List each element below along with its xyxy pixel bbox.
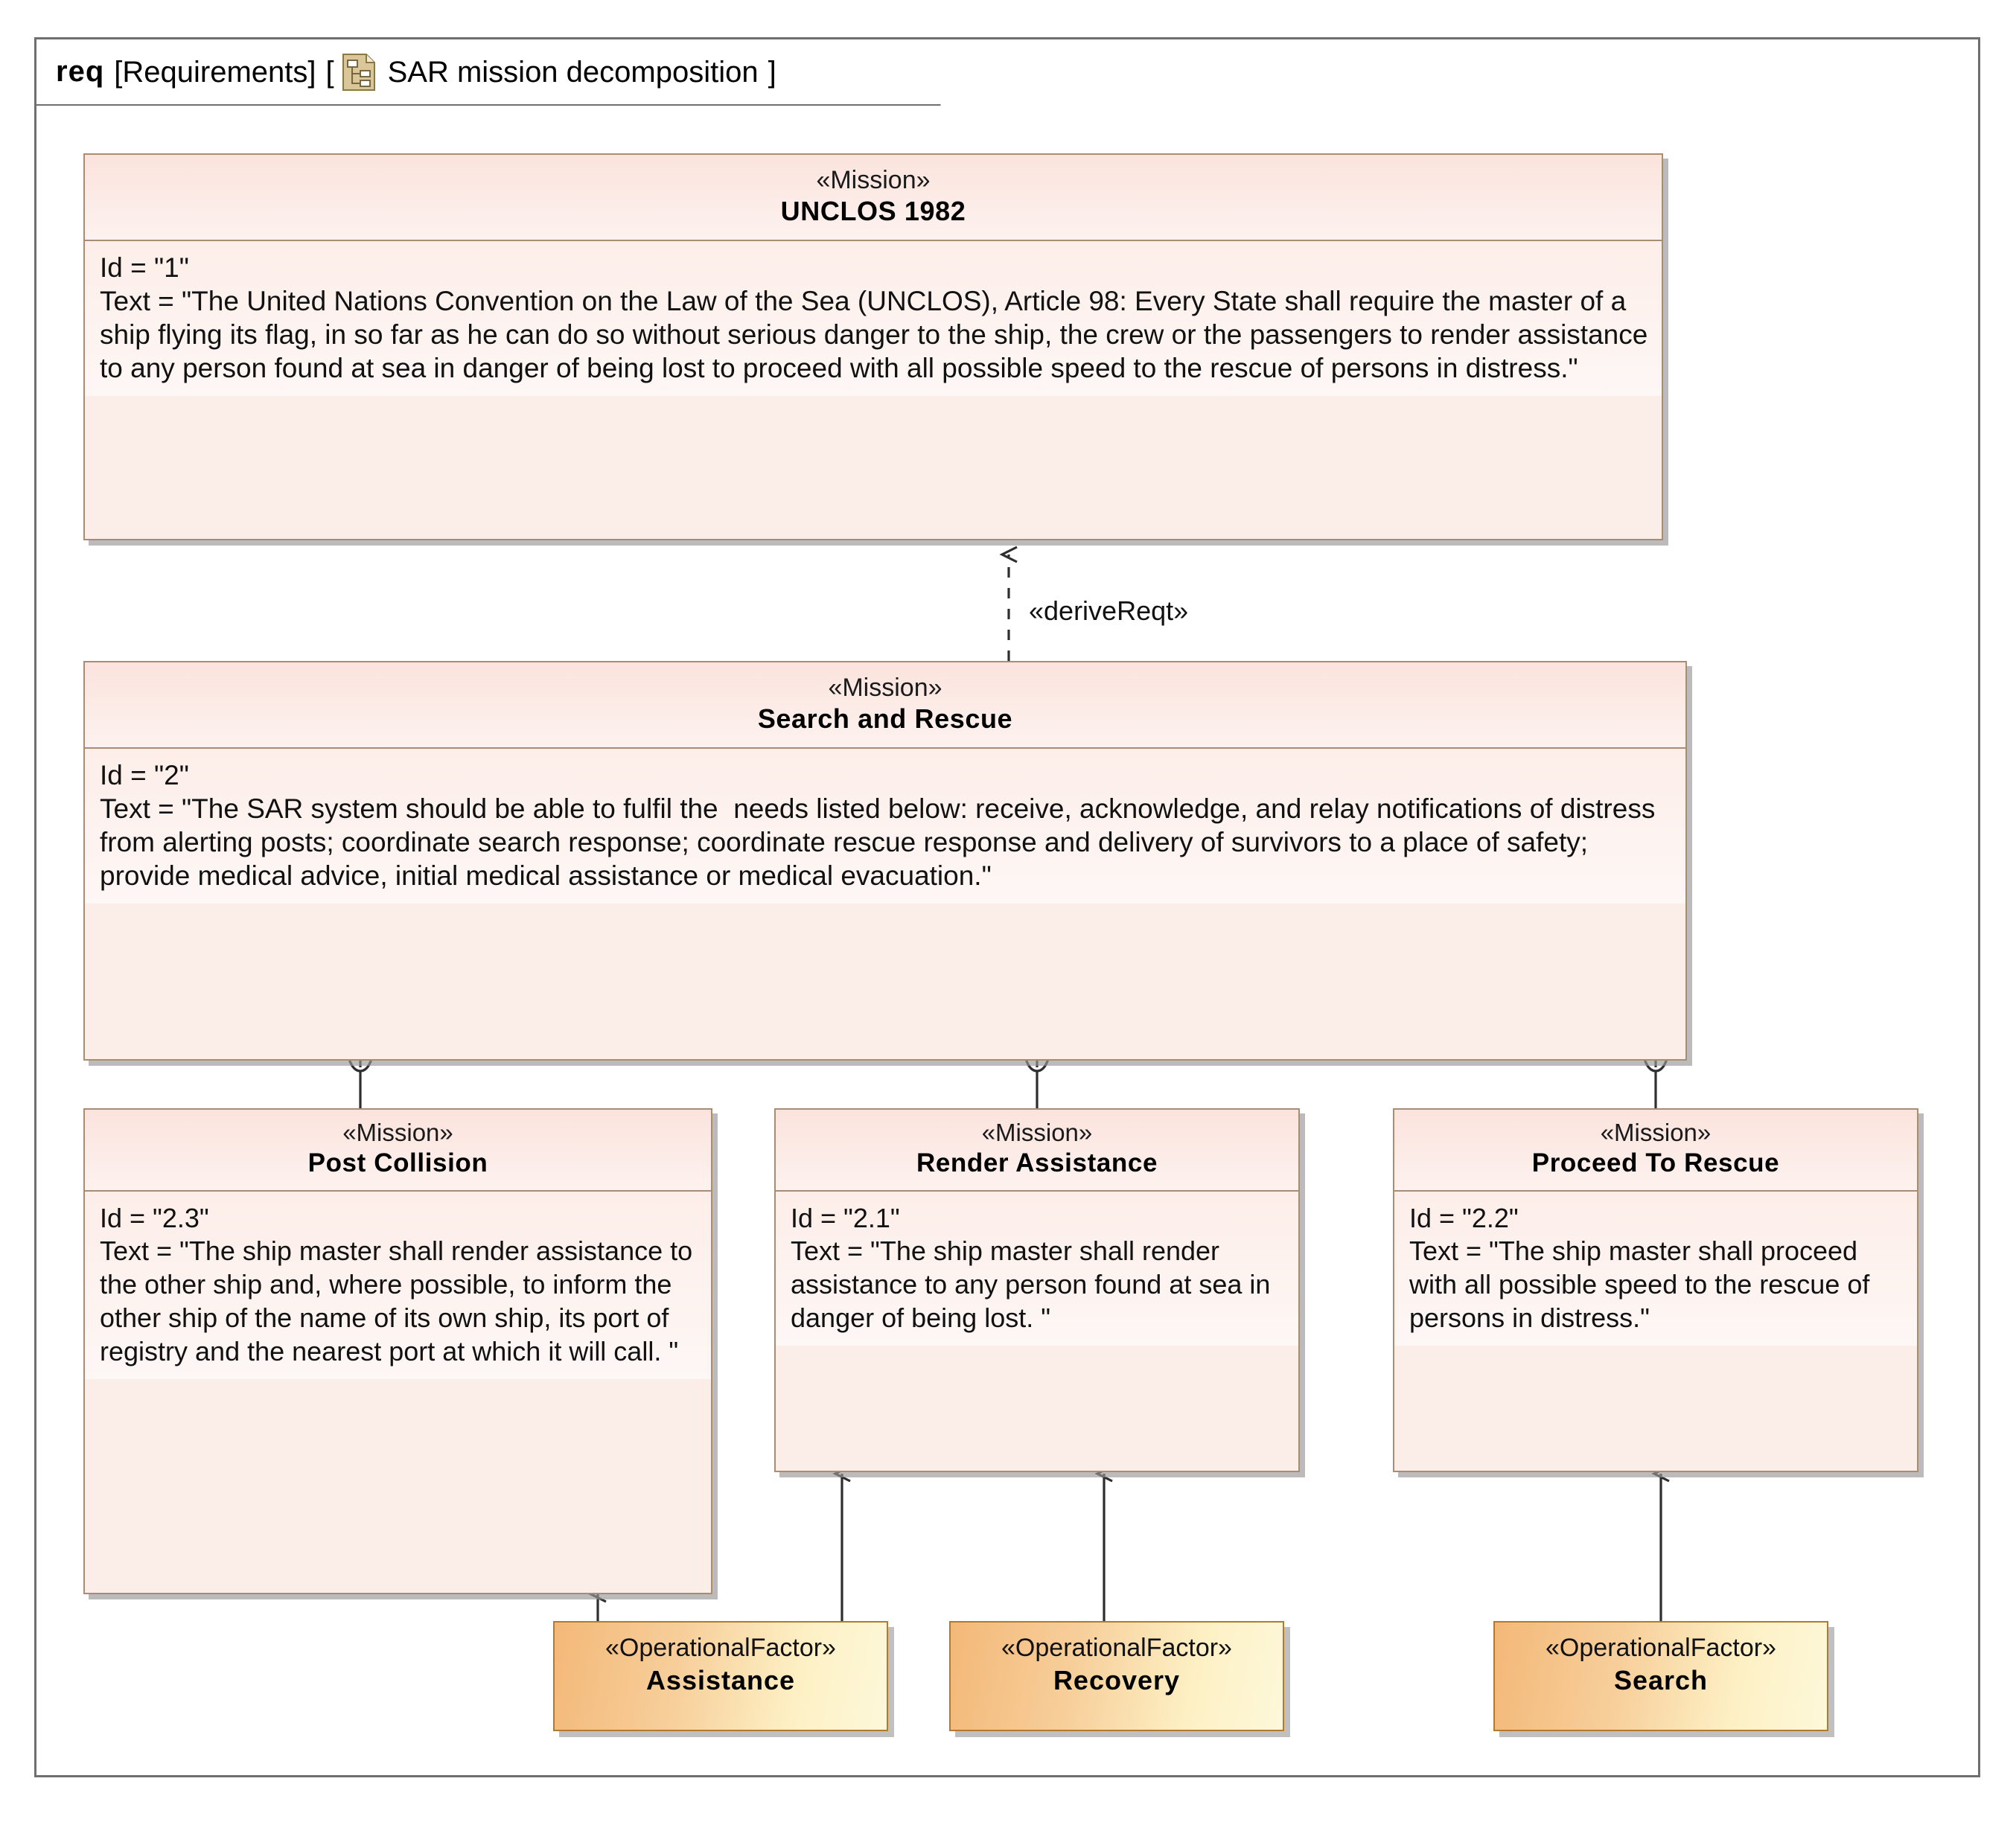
- requirement-name: Render Assistance: [916, 1148, 1158, 1177]
- requirement-text: Text = "The United Nations Convention on…: [100, 285, 1656, 383]
- requirement-id: Id = "2.1": [791, 1202, 900, 1233]
- diagram-name-bracket-close: ]: [768, 55, 776, 89]
- requirement-body-unclos-1982: Id = "1" Text = "The United Nations Conv…: [85, 241, 1662, 396]
- operational-factor-name: Recovery: [1053, 1664, 1181, 1695]
- stereotype-label: «Mission»: [828, 674, 942, 702]
- requirement-name: Proceed To Rescue: [1531, 1148, 1780, 1177]
- requirement-name: UNCLOS 1982: [780, 196, 966, 227]
- requirement-name: Search and Rescue: [757, 703, 1013, 735]
- operational-factor-name: Search: [1613, 1664, 1709, 1695]
- requirement-body-render-assistance: Id = "2.1" Text = "The ship master shall…: [776, 1191, 1298, 1346]
- operational-factor-block-search[interactable]: «OperationalFactor» Search: [1493, 1621, 1828, 1731]
- requirement-id: Id = "2.3": [100, 1202, 209, 1233]
- requirement-text: Text = "The ship master shall render ass…: [791, 1236, 1278, 1334]
- diagram-name-bracket-open: [: [325, 55, 334, 89]
- requirement-diagram-icon: [342, 53, 375, 91]
- requirement-header-unclos-1982: «Mission» UNCLOS 1982: [85, 155, 1662, 242]
- stereotype-label: «OperationalFactor»: [1001, 1634, 1232, 1662]
- requirement-block-proceed-to-rescue[interactable]: «Mission» Proceed To Rescue Id = "2.2" T…: [1393, 1108, 1918, 1472]
- requirement-header-render-assistance: «Mission» Render Assistance: [776, 1110, 1298, 1192]
- stereotype-label: «OperationalFactor»: [605, 1634, 836, 1662]
- requirement-block-render-assistance[interactable]: «Mission» Render Assistance Id = "2.1" T…: [774, 1108, 1300, 1472]
- requirement-header-post-collision: «Mission» Post Collision: [85, 1110, 711, 1192]
- requirement-header-search-and-rescue: «Mission» Search and Rescue: [85, 662, 1685, 749]
- stereotype-label: «Mission»: [342, 1119, 453, 1146]
- operational-factor-name: Assistance: [645, 1664, 796, 1695]
- diagram-kind-keyword: req: [56, 55, 105, 88]
- stereotype-label: «Mission»: [816, 166, 931, 194]
- requirement-header-proceed-to-rescue: «Mission» Proceed To Rescue: [1394, 1110, 1917, 1192]
- requirement-id: Id = "2": [100, 760, 189, 791]
- requirement-id: Id = "2.2": [1409, 1202, 1519, 1233]
- diagram-kind-label: [Requirements]: [114, 55, 316, 89]
- stereotype-label: «Mission»: [1600, 1119, 1712, 1146]
- stereotype-label: «OperationalFactor»: [1546, 1634, 1776, 1662]
- diagram-frame-header: req [Requirements] [ SAR mission decompo…: [34, 37, 941, 104]
- requirement-id: Id = "1": [100, 252, 189, 284]
- operational-factor-block-recovery[interactable]: «OperationalFactor» Recovery: [949, 1621, 1284, 1731]
- requirement-text: Text = "The ship master shall render ass…: [100, 1236, 701, 1366]
- requirement-body-post-collision: Id = "2.3" Text = "The ship master shall…: [85, 1191, 711, 1379]
- requirement-block-unclos-1982[interactable]: «Mission» UNCLOS 1982 Id = "1" Text = "T…: [83, 153, 1663, 540]
- stereotype-label: «Mission»: [981, 1119, 1093, 1146]
- diagram-name: SAR mission decomposition: [387, 55, 759, 89]
- operational-factor-block-assistance[interactable]: «OperationalFactor» Assistance: [553, 1621, 888, 1731]
- requirement-name: Post Collision: [307, 1148, 488, 1177]
- requirement-text: Text = "The ship master shall proceed wi…: [1409, 1236, 1878, 1334]
- connector-label-derive-reqt: «deriveReqt»: [1029, 595, 1189, 626]
- requirement-text: Text = "The SAR system should be able to…: [100, 793, 1663, 891]
- requirement-body-proceed-to-rescue: Id = "2.2" Text = "The ship master shall…: [1394, 1191, 1917, 1346]
- requirement-block-post-collision[interactable]: «Mission» Post Collision Id = "2.3" Text…: [83, 1108, 712, 1594]
- requirement-body-search-and-rescue: Id = "2" Text = "The SAR system should b…: [85, 749, 1685, 904]
- requirement-block-search-and-rescue[interactable]: «Mission» Search and Rescue Id = "2" Tex…: [83, 661, 1687, 1061]
